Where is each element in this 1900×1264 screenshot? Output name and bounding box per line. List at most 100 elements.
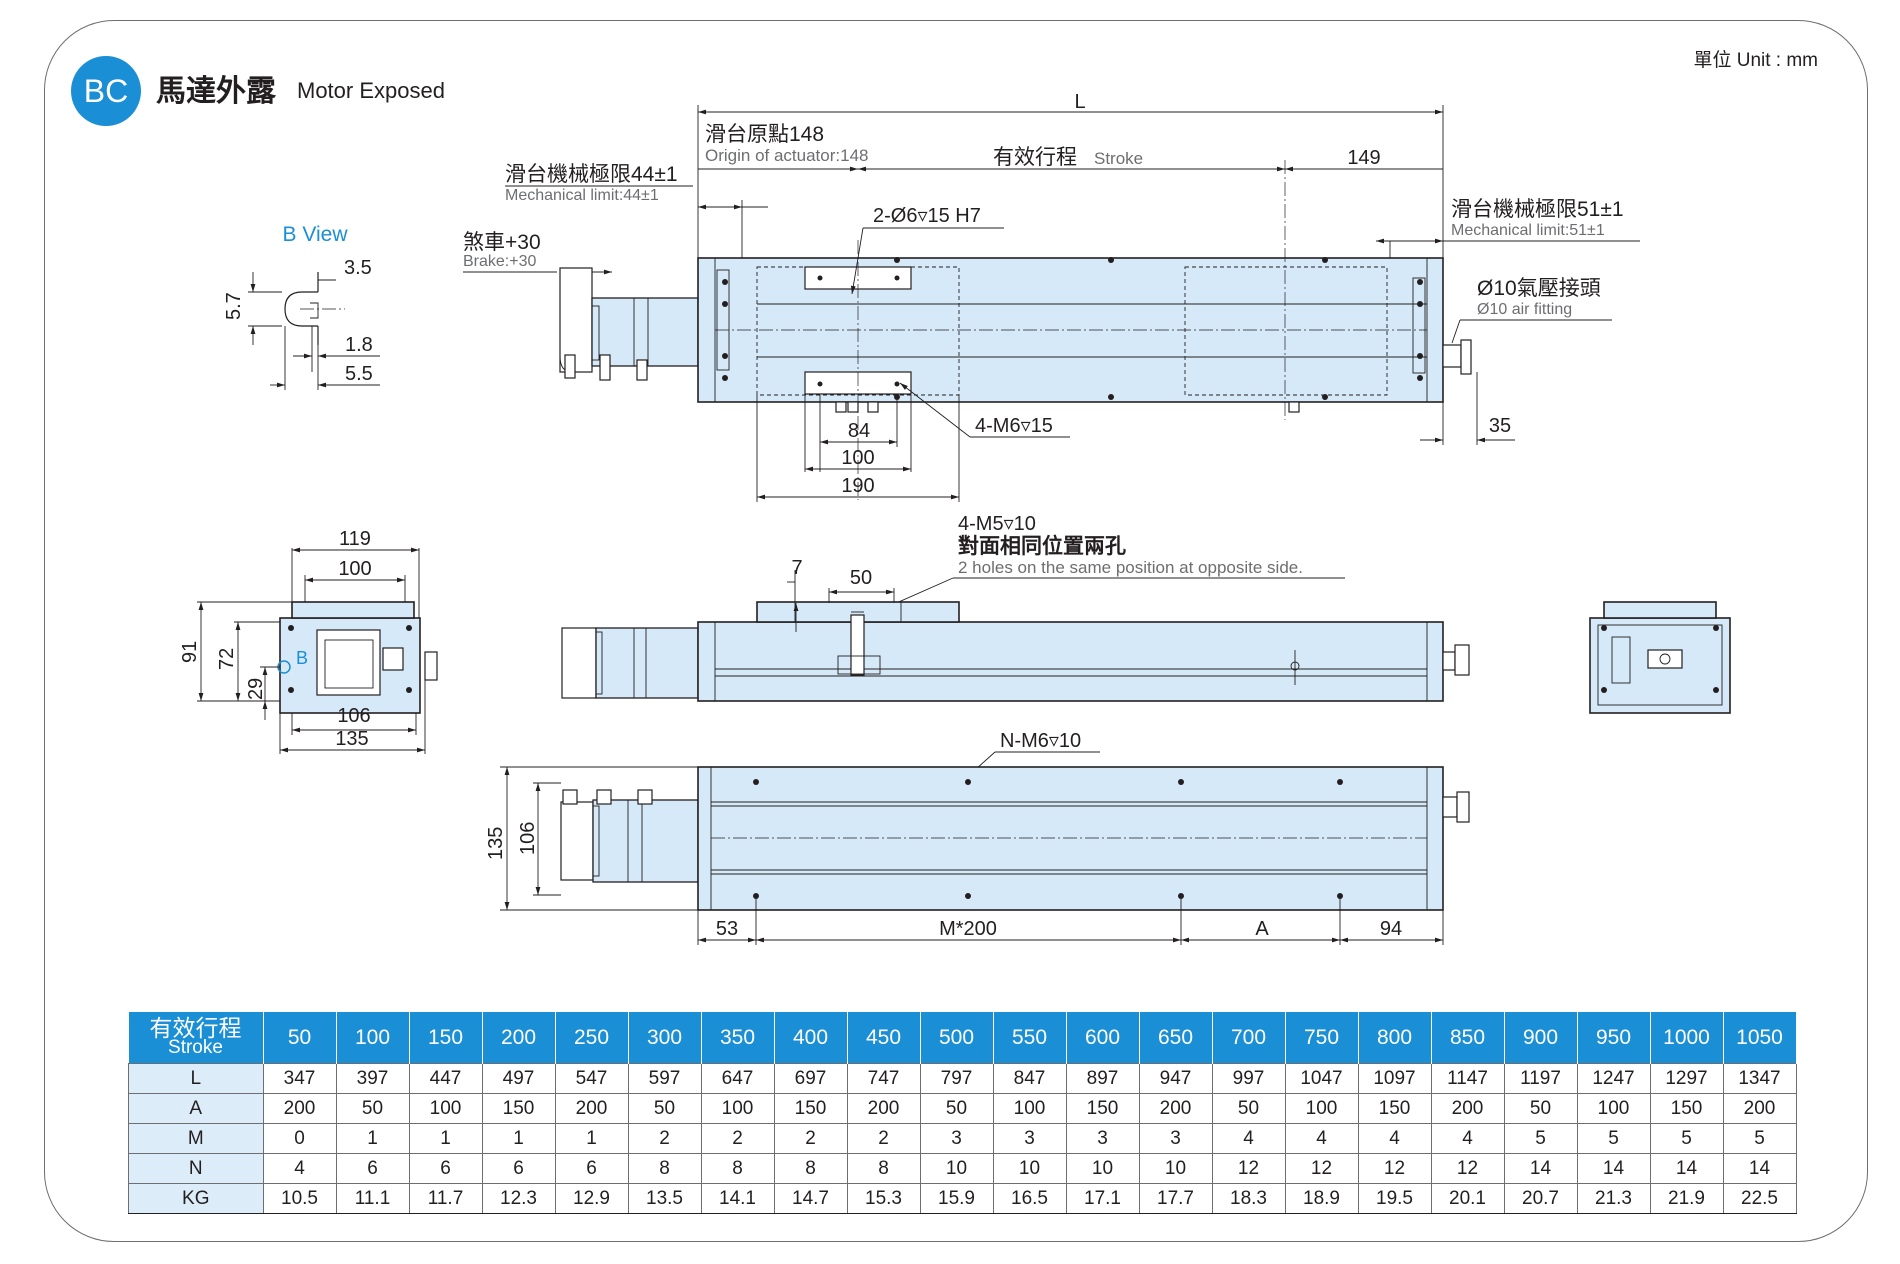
table-cell: 2 [846, 1123, 921, 1154]
table-cell: 200 [554, 1093, 629, 1124]
table-cell: 50 [627, 1093, 702, 1124]
table-cell: 11.7 [408, 1183, 483, 1214]
table-cell: 16.5 [992, 1183, 1067, 1214]
table-cell: 12.3 [481, 1183, 556, 1214]
table-cell: 18.9 [1284, 1183, 1359, 1214]
table-cell: 10 [1138, 1153, 1213, 1184]
nm6-label: N-M6▿10 [1000, 730, 1081, 752]
table-cell: 1297 [1649, 1063, 1724, 1094]
stroke-header-300: 300 [628, 1012, 702, 1064]
m6-4-label: 4-M6▿15 [975, 415, 1053, 437]
table-cell: 3 [992, 1123, 1067, 1154]
m5-4-label: 4-M5▿10 [958, 513, 1036, 535]
brake-en: Brake:+30 [463, 253, 536, 270]
table-cell: 12 [1284, 1153, 1359, 1184]
table-cell: 6 [481, 1153, 556, 1184]
row-header: M [128, 1123, 264, 1154]
stroke-header-750: 750 [1285, 1012, 1359, 1064]
table-cell: 150 [773, 1093, 848, 1124]
table-cell: 5 [1576, 1123, 1651, 1154]
table-cell: 8 [627, 1153, 702, 1184]
table-cell: 100 [992, 1093, 1067, 1124]
table-cell: 50 [335, 1093, 410, 1124]
stroke-header-450: 450 [847, 1012, 921, 1064]
dim-7: 7 [791, 557, 802, 579]
table-cell: 50 [1503, 1093, 1578, 1124]
table-cell: 0 [262, 1123, 337, 1154]
table-cell: 15.9 [919, 1183, 994, 1214]
table-cell: 497 [481, 1063, 556, 1094]
dim-5-5: 5.5 [345, 363, 373, 385]
stroke-header-100: 100 [336, 1012, 410, 1064]
table-cell: 1 [554, 1123, 629, 1154]
mech-left-zh: 滑台機械極限44±1 [505, 163, 678, 186]
table-cell: 10 [919, 1153, 994, 1184]
table-cell: 22.5 [1722, 1183, 1797, 1214]
table-cell: 5 [1503, 1123, 1578, 1154]
table-cell: 4 [1211, 1123, 1286, 1154]
table-cell: 18.3 [1211, 1183, 1286, 1214]
table-cell: 150 [1649, 1093, 1724, 1124]
table-cell: 2 [773, 1123, 848, 1154]
table-cell: 747 [846, 1063, 921, 1094]
table-cell: 1097 [1357, 1063, 1432, 1094]
stroke-label-en: Stroke [1094, 149, 1143, 168]
table-cell: 647 [700, 1063, 775, 1094]
stroke-header-850: 850 [1431, 1012, 1505, 1064]
table-cell: 1197 [1503, 1063, 1578, 1094]
dim-50: 50 [850, 567, 872, 589]
table-cell: 21.3 [1576, 1183, 1651, 1214]
dim-53: 53 [716, 918, 738, 940]
table-cell: 6 [335, 1153, 410, 1184]
table-cell: 11.1 [335, 1183, 410, 1214]
table-cell: 10 [992, 1153, 1067, 1184]
table-cell: 3 [1138, 1123, 1213, 1154]
table-cell: 1347 [1722, 1063, 1797, 1094]
table-cell: 20.7 [1503, 1183, 1578, 1214]
stroke-header-200: 200 [482, 1012, 556, 1064]
stroke-header-800: 800 [1358, 1012, 1432, 1064]
top-view: L 滑台原點148 Origin of actuator:148 有效行程 St… [463, 91, 1640, 502]
table-cell: 10 [1065, 1153, 1140, 1184]
table-cell: 447 [408, 1063, 483, 1094]
stroke-header-en: Stroke [168, 1036, 223, 1058]
table-cell: 397 [335, 1063, 410, 1094]
row-header: A [128, 1093, 264, 1124]
row-header: N [128, 1153, 264, 1184]
mech-left-en: Mechanical limit:44±1 [505, 187, 659, 204]
title-zh: 馬達外露 [156, 75, 277, 108]
table-cell: 347 [262, 1063, 337, 1094]
table-cell: 3 [1065, 1123, 1140, 1154]
end-view-right [1589, 601, 1731, 714]
table-cell: 4 [262, 1153, 337, 1184]
table-cell: 17.1 [1065, 1183, 1140, 1214]
origin-label-zh: 滑台原點148 [705, 123, 824, 146]
dim-190: 190 [841, 475, 874, 497]
table-cell: 200 [1430, 1093, 1505, 1124]
table-cell: 8 [773, 1153, 848, 1184]
mech-right-zh: 滑台機械極限51±1 [1451, 198, 1624, 221]
table-cell: 19.5 [1357, 1183, 1432, 1214]
table-cell: 200 [262, 1093, 337, 1124]
table-cell: 8 [846, 1153, 921, 1184]
table-cell: 6 [408, 1153, 483, 1184]
table-cell: 2 [700, 1123, 775, 1154]
table-cell: 50 [919, 1093, 994, 1124]
table-cell: 14.1 [700, 1183, 775, 1214]
table-cell: 150 [1357, 1093, 1432, 1124]
row-header: KG [128, 1183, 264, 1214]
table-cell: 597 [627, 1063, 702, 1094]
table-cell: 21.9 [1649, 1183, 1724, 1214]
table-cell: 1047 [1284, 1063, 1359, 1094]
dim-106-end: 106 [337, 705, 370, 727]
table-cell: 200 [1138, 1093, 1213, 1124]
table-cell: 12.9 [554, 1183, 629, 1214]
dim-119: 119 [339, 528, 371, 550]
table-cell: 14 [1722, 1153, 1797, 1184]
